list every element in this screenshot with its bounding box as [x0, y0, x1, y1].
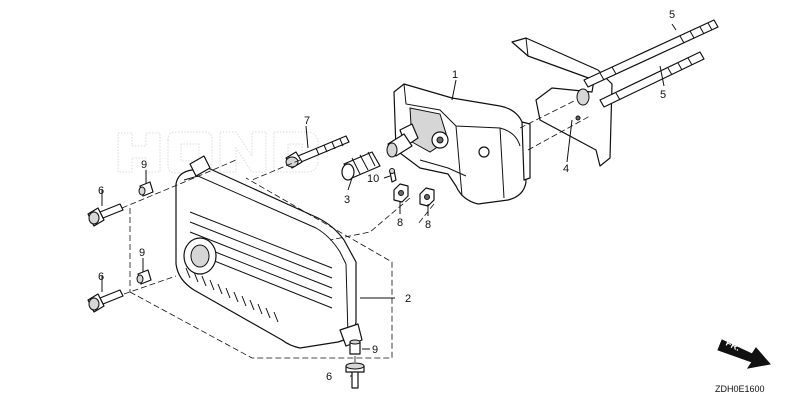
flange-nut-8a	[393, 183, 409, 203]
callout-3: 3	[344, 194, 350, 206]
stud-bolt-lower	[599, 51, 705, 108]
flange-nut-8b	[419, 187, 435, 207]
muffler-body	[393, 83, 531, 205]
assembly-guide-lines	[121, 99, 591, 364]
callout-leaders	[101, 23, 677, 377]
callout-7: 7	[304, 115, 310, 127]
collar-9c	[349, 339, 361, 355]
flange-bolt-6b	[87, 289, 124, 313]
callout-2: 2	[405, 293, 411, 305]
callout-4: 4	[563, 163, 569, 175]
diagram-reference-code: ZDH0E1600	[715, 384, 765, 394]
flange-bolt-6a	[87, 203, 124, 227]
callout-9-upper: 9	[141, 159, 147, 171]
stud-bolt-upper	[583, 19, 719, 88]
callout-5-lower: 5	[660, 89, 666, 101]
callout-1: 1	[452, 69, 458, 81]
brand-watermark	[117, 131, 319, 174]
callout-6-middle: 6	[98, 271, 104, 283]
callout-9-lower: 9	[372, 344, 378, 356]
spark-arrester	[341, 151, 381, 181]
collar-9b	[136, 269, 152, 285]
screw-10	[389, 168, 397, 183]
callout-6-upper: 6	[98, 185, 104, 197]
callout-9-middle: 9	[139, 247, 145, 259]
exhaust-outlet-pipe	[386, 133, 413, 158]
callout-8-right: 8	[425, 219, 431, 231]
muffler-protector	[175, 155, 363, 349]
callout-10: 10	[367, 173, 379, 185]
collar-9a	[138, 181, 154, 197]
callout-8-left: 8	[397, 217, 403, 229]
callout-5-upper: 5	[669, 9, 675, 21]
callout-6-lower: 6	[326, 371, 332, 383]
flange-bolt-6c	[345, 362, 365, 389]
front-direction-arrow-icon: FR.	[717, 338, 771, 369]
